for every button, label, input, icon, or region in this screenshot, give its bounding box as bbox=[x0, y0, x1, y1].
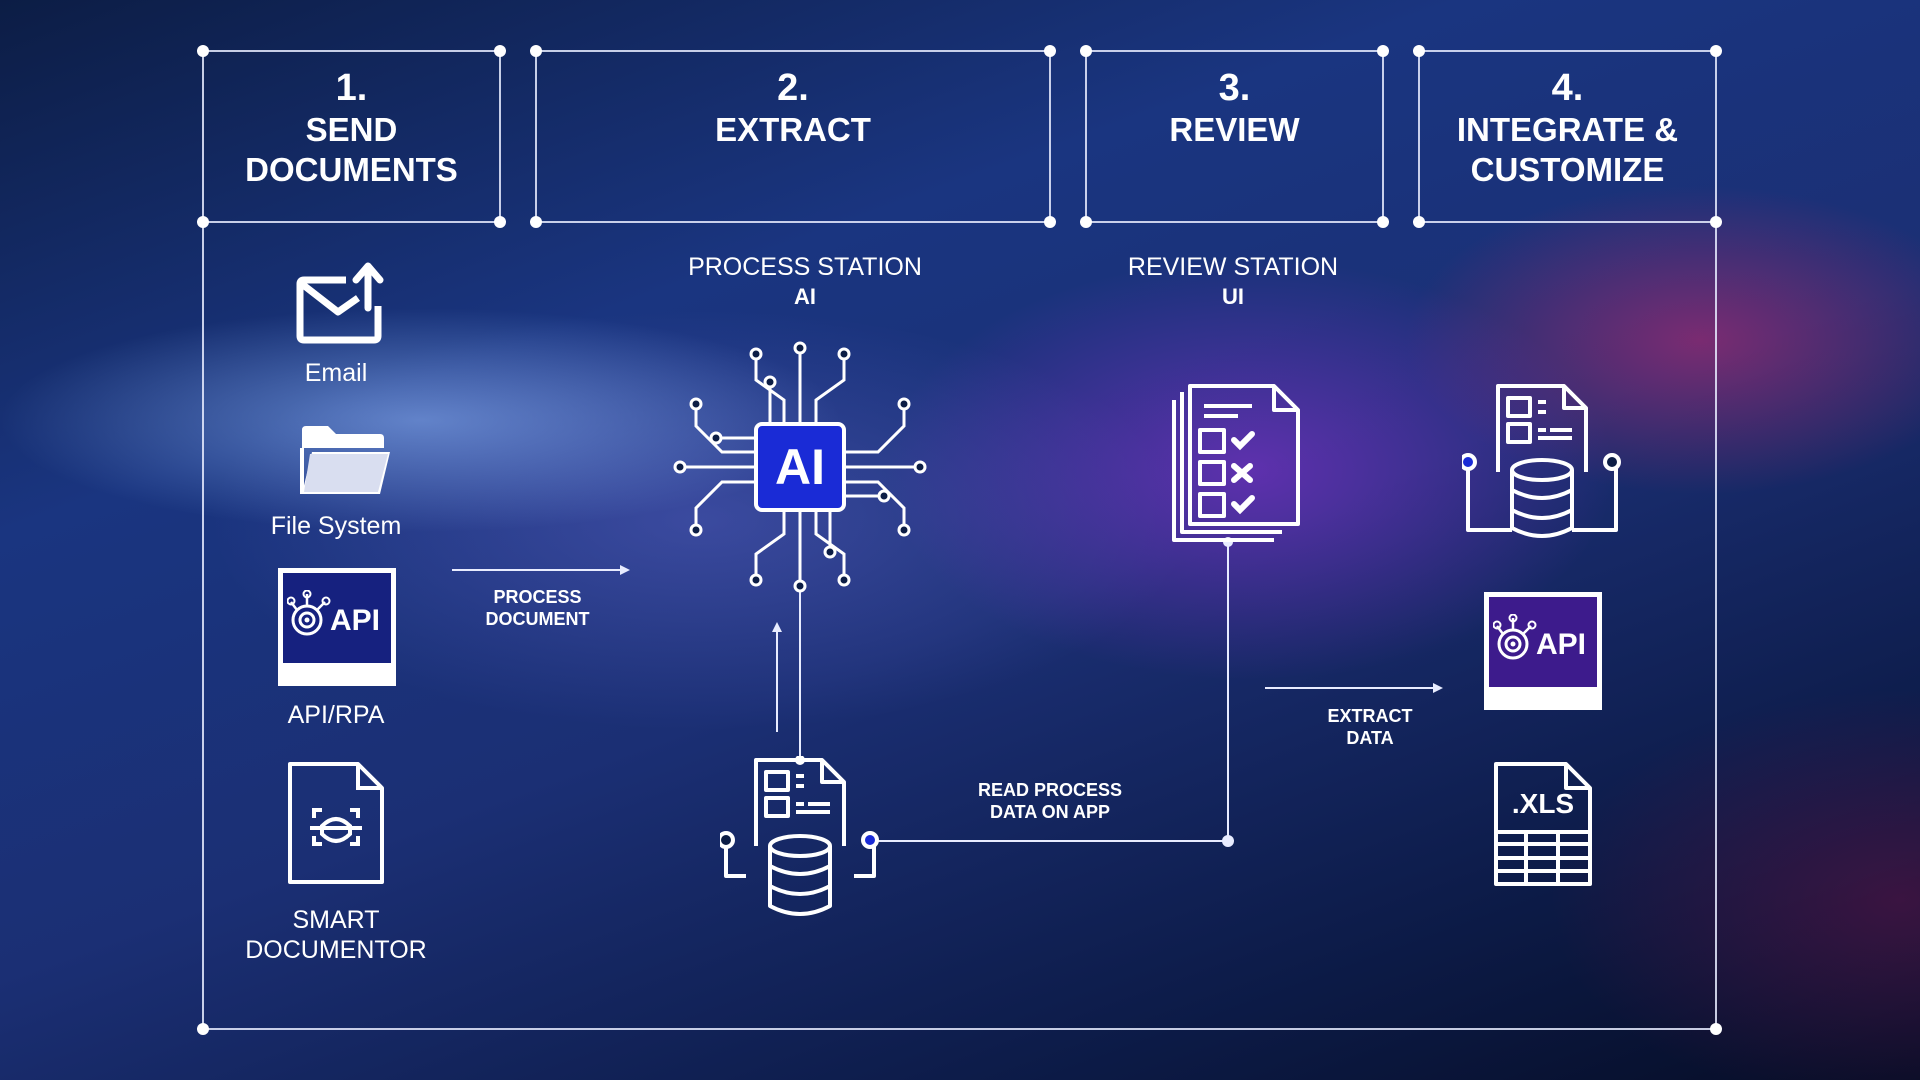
database-integration-icon bbox=[1462, 384, 1621, 538]
step-1-box bbox=[202, 50, 501, 223]
email-icon bbox=[296, 262, 384, 344]
step-number: 1. bbox=[335, 67, 368, 109]
smart-label-line2: DOCUMENTOR bbox=[245, 936, 427, 964]
read-label-l2: DATA ON APP bbox=[990, 802, 1110, 822]
smart-label-line1: SMART bbox=[292, 906, 380, 934]
step-2-header: 2. EXTRACT bbox=[536, 66, 1050, 150]
process-station-title: PROCESS STATION AI bbox=[640, 252, 970, 312]
extract-label-l1: EXTRACT bbox=[1327, 706, 1413, 726]
step-title: DOCUMENTS bbox=[245, 151, 458, 188]
smart-documentor-label: SMART DOCUMENTOR bbox=[216, 905, 456, 965]
folder-icon bbox=[300, 426, 390, 494]
process-station-label: PROCESS STATION bbox=[688, 253, 922, 281]
step-2-box bbox=[535, 50, 1051, 223]
review-station-title: REVIEW STATION UI bbox=[1068, 252, 1398, 312]
checklist-icon bbox=[1172, 384, 1300, 542]
api-output-badge-text: API bbox=[1536, 628, 1587, 661]
step-4-box bbox=[1418, 50, 1717, 223]
database-document-icon bbox=[720, 756, 879, 916]
api-output-icon: API bbox=[1484, 592, 1602, 710]
step-title: SEND bbox=[305, 111, 398, 148]
step-3-header: 3. REVIEW bbox=[1086, 66, 1383, 150]
api-badge-text: API bbox=[330, 604, 381, 637]
review-station-sub: UI bbox=[1222, 284, 1244, 309]
step-4-header: 4. INTEGRATE & CUSTOMIZE bbox=[1419, 66, 1716, 190]
ai-chip-icon bbox=[673, 341, 927, 593]
step-3-box bbox=[1085, 50, 1384, 223]
read-process-label: READ PROCESS DATA ON APP bbox=[940, 779, 1160, 823]
up-arrowhead bbox=[772, 622, 782, 632]
gear-icon bbox=[1493, 614, 1537, 660]
extract-arrowhead bbox=[1433, 683, 1443, 693]
xls-label: .XLS bbox=[1511, 788, 1575, 819]
step-number: 3. bbox=[1218, 67, 1251, 109]
extract-data-label: EXTRACT DATA bbox=[1300, 705, 1440, 749]
process-station-sub: AI bbox=[794, 284, 816, 309]
read-label-l1: READ PROCESS bbox=[977, 780, 1123, 800]
step-title: REVIEW bbox=[1169, 111, 1300, 148]
extract-label-l2: DATA bbox=[1346, 728, 1394, 748]
gear-icon bbox=[287, 590, 331, 636]
smart-document-icon bbox=[288, 762, 384, 884]
step-1-header: 1. SEND DOCUMENTS bbox=[203, 66, 500, 190]
process-document-label: PROCESS DOCUMENT bbox=[450, 586, 625, 630]
step-title: INTEGRATE & bbox=[1456, 111, 1679, 148]
ai-chip-label: AI bbox=[775, 439, 825, 495]
step-number: 4. bbox=[1551, 67, 1584, 109]
process-label-l2: DOCUMENT bbox=[485, 609, 590, 629]
process-label-l1: PROCESS bbox=[493, 587, 582, 607]
step-title: EXTRACT bbox=[715, 111, 871, 148]
process-arrowhead bbox=[620, 565, 630, 575]
main-frame bbox=[202, 222, 1717, 1030]
xls-file-icon bbox=[1494, 762, 1592, 886]
file-system-label: File System bbox=[270, 512, 402, 540]
api-rpa-label: API/RPA bbox=[287, 701, 385, 729]
step-title: CUSTOMIZE bbox=[1470, 151, 1665, 188]
step-number: 2. bbox=[777, 67, 809, 109]
api-icon: API bbox=[278, 568, 396, 686]
frame-dots bbox=[197, 45, 1722, 1035]
email-label: Email bbox=[304, 359, 368, 387]
review-station-label: REVIEW STATION bbox=[1127, 253, 1339, 281]
